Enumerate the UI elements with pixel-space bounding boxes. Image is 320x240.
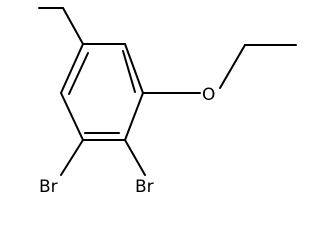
molecule-structure: O Br Br (38, 7, 297, 197)
oxygen-atom-label: O (202, 85, 215, 105)
ether-bond-oxygen-carbon (219, 44, 246, 89)
bromine-bond-right (124, 139, 146, 176)
ring-double-bond-left-upper (68, 52, 89, 95)
bromine-bond-left (60, 139, 84, 176)
ring-bond-right-lower (124, 92, 144, 141)
ethyl-bond-2 (62, 7, 84, 45)
bromine-right-atom-label: Br (135, 177, 154, 197)
bromine-left-atom-label: Br (39, 177, 58, 197)
ring-bond-right-upper (124, 43, 144, 94)
ring-bond-left-upper (60, 43, 84, 94)
ring-double-bond-upper-right (122, 50, 136, 93)
ring-bond-left-lower (60, 92, 84, 141)
